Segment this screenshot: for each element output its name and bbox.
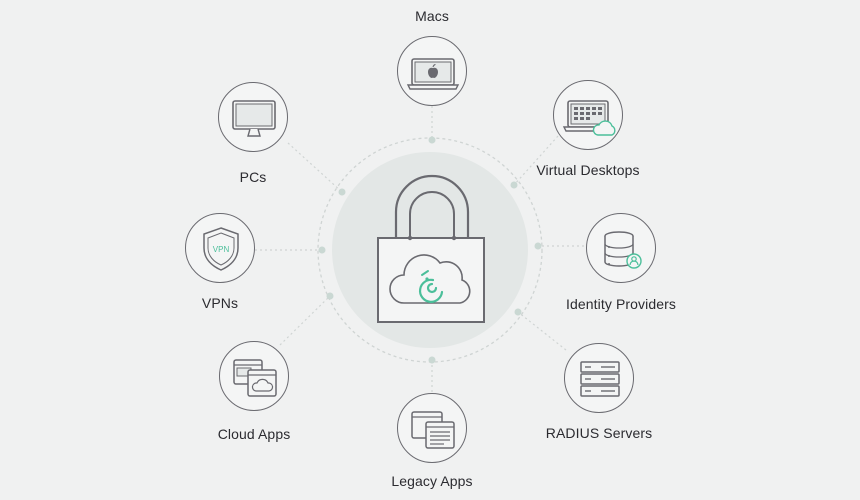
database-user-icon [604,231,642,269]
pcs-label: PCs [239,169,267,185]
cloud-apps-node [219,341,289,411]
connector-dot-legacy-apps [428,356,436,364]
cloud-windows-icon [233,359,277,397]
laptop-apple-icon [406,58,460,90]
desktop-monitor-icon [232,100,276,137]
connector-dot-pcs [338,188,346,196]
identity-providers-node [586,213,656,283]
connector-dot-macs [428,136,436,144]
macs-node [397,36,467,106]
macs-label: Macs [415,8,449,24]
vpns-node: VPN [185,213,255,283]
virtual-desktops-node [553,80,623,150]
connector-dot-vpns [318,246,326,254]
connector-pcs [287,142,343,193]
connector-cloud-apps [279,295,331,346]
radius-servers-label: RADIUS Servers [545,425,653,441]
cloud-apps-label: Cloud Apps [217,426,291,442]
legacy-apps-label: Legacy Apps [391,473,473,489]
vpns-label: VPNs [201,295,239,311]
pcs-node [218,82,288,152]
laptop-cloud-icon [562,100,616,136]
legacy-apps-node [397,393,467,463]
connector-dot-radius-servers [514,308,522,316]
virtual-desktops-label: Virtual Desktops [536,162,640,178]
identity-providers-label: Identity Providers [566,296,676,312]
vpn-badge-text: VPN [213,245,230,254]
padlock-cloud-chameleon-icon [332,152,528,348]
connector-virtual-desktops [513,135,559,186]
connector-radius-servers [517,311,567,351]
vpn-shield-icon: VPN [203,227,239,271]
radius-servers-node [564,343,634,413]
connector-dot-virtual-desktops [510,181,518,189]
app-windows-icon [411,411,455,449]
connector-dot-cloud-apps [326,292,334,300]
server-rack-icon [580,361,620,397]
connector-dot-identity-providers [534,242,542,250]
